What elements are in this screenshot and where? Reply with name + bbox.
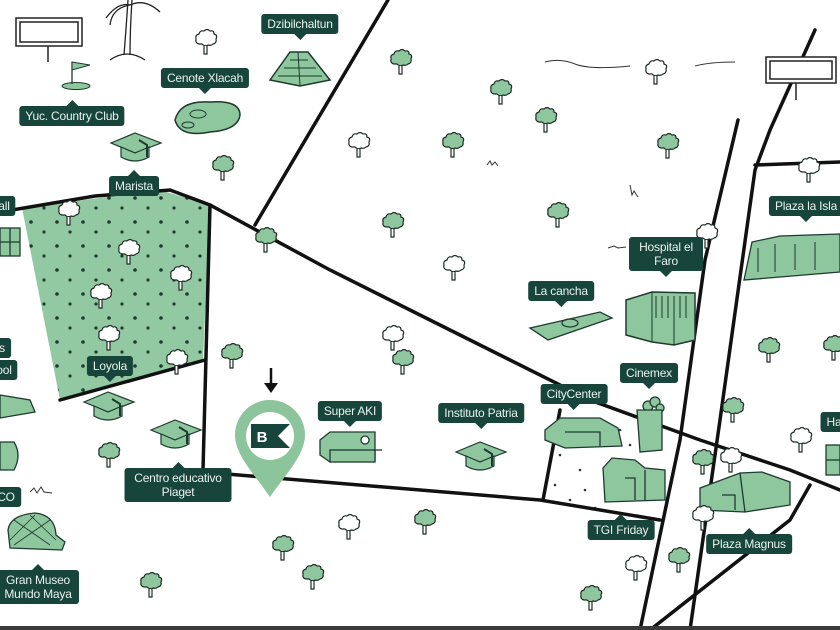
tree-icon: [272, 534, 295, 561]
graduation-cap-icon-piaget: [150, 419, 202, 449]
palm-tree-icon: [105, 0, 161, 61]
label-hospital-el-faro[interactable]: Hospital el Faro: [629, 237, 703, 277]
tree-icon: [195, 28, 218, 55]
building-icon-left-3: [0, 441, 19, 471]
tree-icon: [758, 336, 781, 363]
tree-icon: [338, 513, 361, 540]
label-partial-ool[interactable]: ool: [0, 360, 18, 380]
grass-scribbles: [29, 59, 736, 494]
tree-icon: [98, 441, 121, 468]
label-plaza-la-isla[interactable]: Plaza la Isla: [768, 196, 840, 222]
field-icon: [528, 311, 614, 341]
label-loyola[interactable]: Loyola: [86, 356, 134, 382]
popcorn-icon: [636, 396, 665, 453]
tree-icon: [490, 78, 513, 105]
label-super-aki[interactable]: Super AKI: [317, 401, 383, 427]
tree-icon: [692, 504, 715, 531]
tree-icon: [823, 334, 840, 361]
graduation-cap-icon-loyola: [83, 391, 135, 421]
tree-icon: [692, 448, 715, 475]
pyramid-icon: [268, 51, 332, 87]
tree-icon: [657, 132, 680, 159]
road-west-vertical: [201, 203, 212, 472]
building-icon-left-1: [0, 227, 21, 257]
store-icon: [319, 431, 382, 463]
road-north: [253, 0, 390, 227]
flag-b-icon: [251, 424, 290, 448]
tree-icon: [535, 106, 558, 133]
tree-icon: [392, 348, 415, 375]
cenote-icon: [174, 101, 241, 135]
tree-icon: [348, 131, 371, 158]
bottom-border: [0, 626, 840, 630]
museum-icon: [7, 512, 66, 551]
road-east: [638, 118, 740, 630]
restaurant-icon: [602, 457, 666, 503]
tree-icon: [442, 131, 465, 158]
label-citycenter[interactable]: CityCenter: [540, 384, 608, 410]
label-partial-co[interactable]: CO: [0, 487, 21, 507]
mall-icon-plaza-magnus: [699, 471, 791, 513]
label-partial-s[interactable]: s: [0, 338, 11, 358]
tree-icon: [625, 554, 648, 581]
label-dzibilchaltun[interactable]: Dzibilchaltun: [261, 14, 339, 40]
tree-icon: [212, 154, 235, 181]
label-marista[interactable]: Marista: [109, 170, 159, 196]
building-icon-left-2: [0, 394, 36, 419]
graduation-cap-icon-marista: [110, 132, 162, 162]
tree-icon: [140, 571, 163, 598]
pin-letter: B: [257, 429, 268, 446]
tree-icon: [790, 426, 813, 453]
billboard-sign-right: [765, 56, 837, 100]
tree-icon: [302, 563, 325, 590]
tree-icon: [798, 156, 821, 183]
road-plaza-isla: [753, 160, 840, 167]
hospital-icon: [625, 291, 696, 346]
tree-icon: [580, 584, 603, 611]
arrow-down-icon: [264, 368, 278, 393]
mall-icon-plaza-la-isla: [743, 233, 840, 281]
road-magnus: [648, 483, 812, 630]
billboard-sign-left: [15, 17, 83, 62]
label-cenote-xlacah[interactable]: Cenote Xlacah: [160, 68, 250, 94]
tree-icon: [720, 446, 743, 473]
label-instituto-patria[interactable]: Instituto Patria: [438, 403, 524, 429]
road-park-south: [58, 358, 207, 402]
tree-icon: [255, 226, 278, 253]
golf-flag-icon: [61, 61, 91, 90]
property-pin[interactable]: B: [235, 368, 305, 497]
label-partial-ha[interactable]: Ha: [820, 412, 840, 432]
label-partial-all[interactable]: all: [0, 196, 16, 216]
tree-icon: [221, 342, 244, 369]
tree-icon: [382, 324, 405, 351]
tree-icon: [382, 211, 405, 238]
label-la-cancha[interactable]: La cancha: [528, 281, 594, 307]
tree-icon: [645, 58, 668, 85]
tree-icon: [547, 201, 570, 228]
tree-icon: [443, 254, 466, 281]
label-tgi-friday[interactable]: TGI Friday: [587, 514, 655, 540]
label-yuc-country-club[interactable]: Yuc. Country Club: [19, 100, 125, 126]
label-gran-museo-mundo-maya[interactable]: Gran Museo Mundo Maya: [0, 564, 79, 604]
tree-icon: [414, 508, 437, 535]
tree-icon: [390, 48, 413, 75]
label-centro-educativo-piaget[interactable]: Centro educativo Piaget: [124, 462, 232, 502]
park-dots: [22, 190, 210, 400]
mall-icon-citycenter: [544, 417, 623, 449]
label-plaza-magnus[interactable]: Plaza Magnus: [706, 528, 792, 554]
tree-icon: [668, 546, 691, 573]
road-south: [201, 470, 662, 522]
graduation-cap-icon-patria: [455, 441, 507, 471]
building-icon-right: [825, 444, 840, 476]
label-cinemex[interactable]: Cinemex: [620, 363, 678, 389]
tree-icon: [722, 396, 745, 423]
